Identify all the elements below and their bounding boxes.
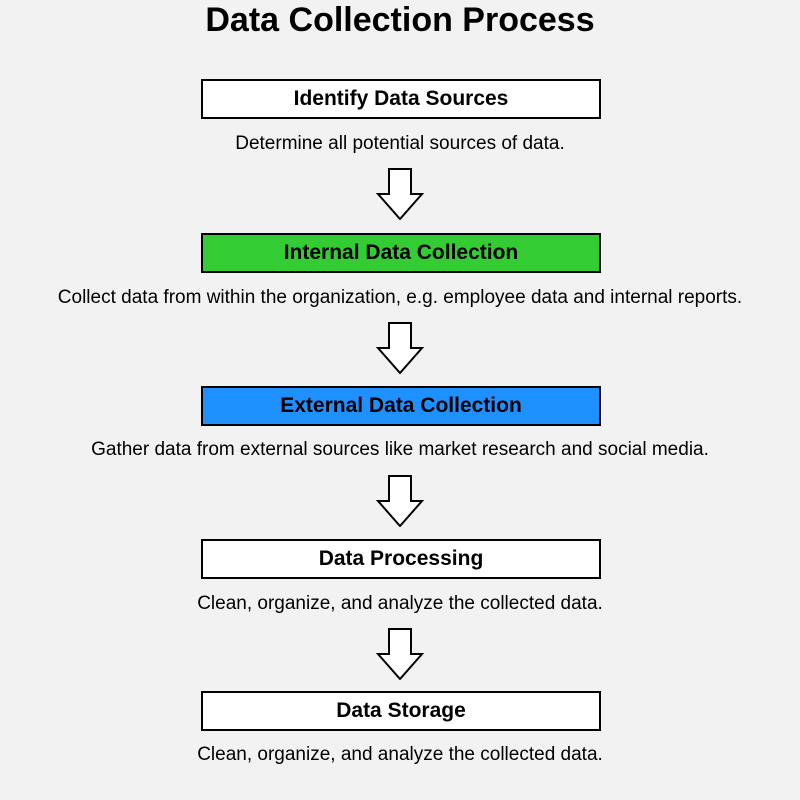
step-description-data-processing: Clean, organize, and analyze the collect… — [197, 593, 603, 614]
diagram-title: Data Collection Process — [205, 1, 595, 39]
step-description-internal-data-collection: Collect data from within the organizatio… — [57, 287, 743, 308]
step-box-data-storage: Data Storage — [201, 691, 601, 731]
step-box-internal-data-collection: Internal Data Collection — [201, 233, 601, 273]
down-arrow-icon — [376, 322, 424, 374]
step-description-identify-data-sources: Determine all potential sources of data. — [235, 133, 565, 154]
step-box-external-data-collection: External Data Collection — [201, 386, 601, 426]
step-box-data-processing: Data Processing — [201, 539, 601, 579]
step-box-identify-data-sources: Identify Data Sources — [201, 79, 601, 119]
down-arrow-icon — [376, 475, 424, 527]
step-description-data-storage: Clean, organize, and analyze the collect… — [197, 744, 603, 765]
down-arrow-icon — [376, 628, 424, 680]
step-description-external-data-collection: Gather data from external sources like m… — [91, 439, 709, 460]
down-arrow-icon — [376, 168, 424, 220]
